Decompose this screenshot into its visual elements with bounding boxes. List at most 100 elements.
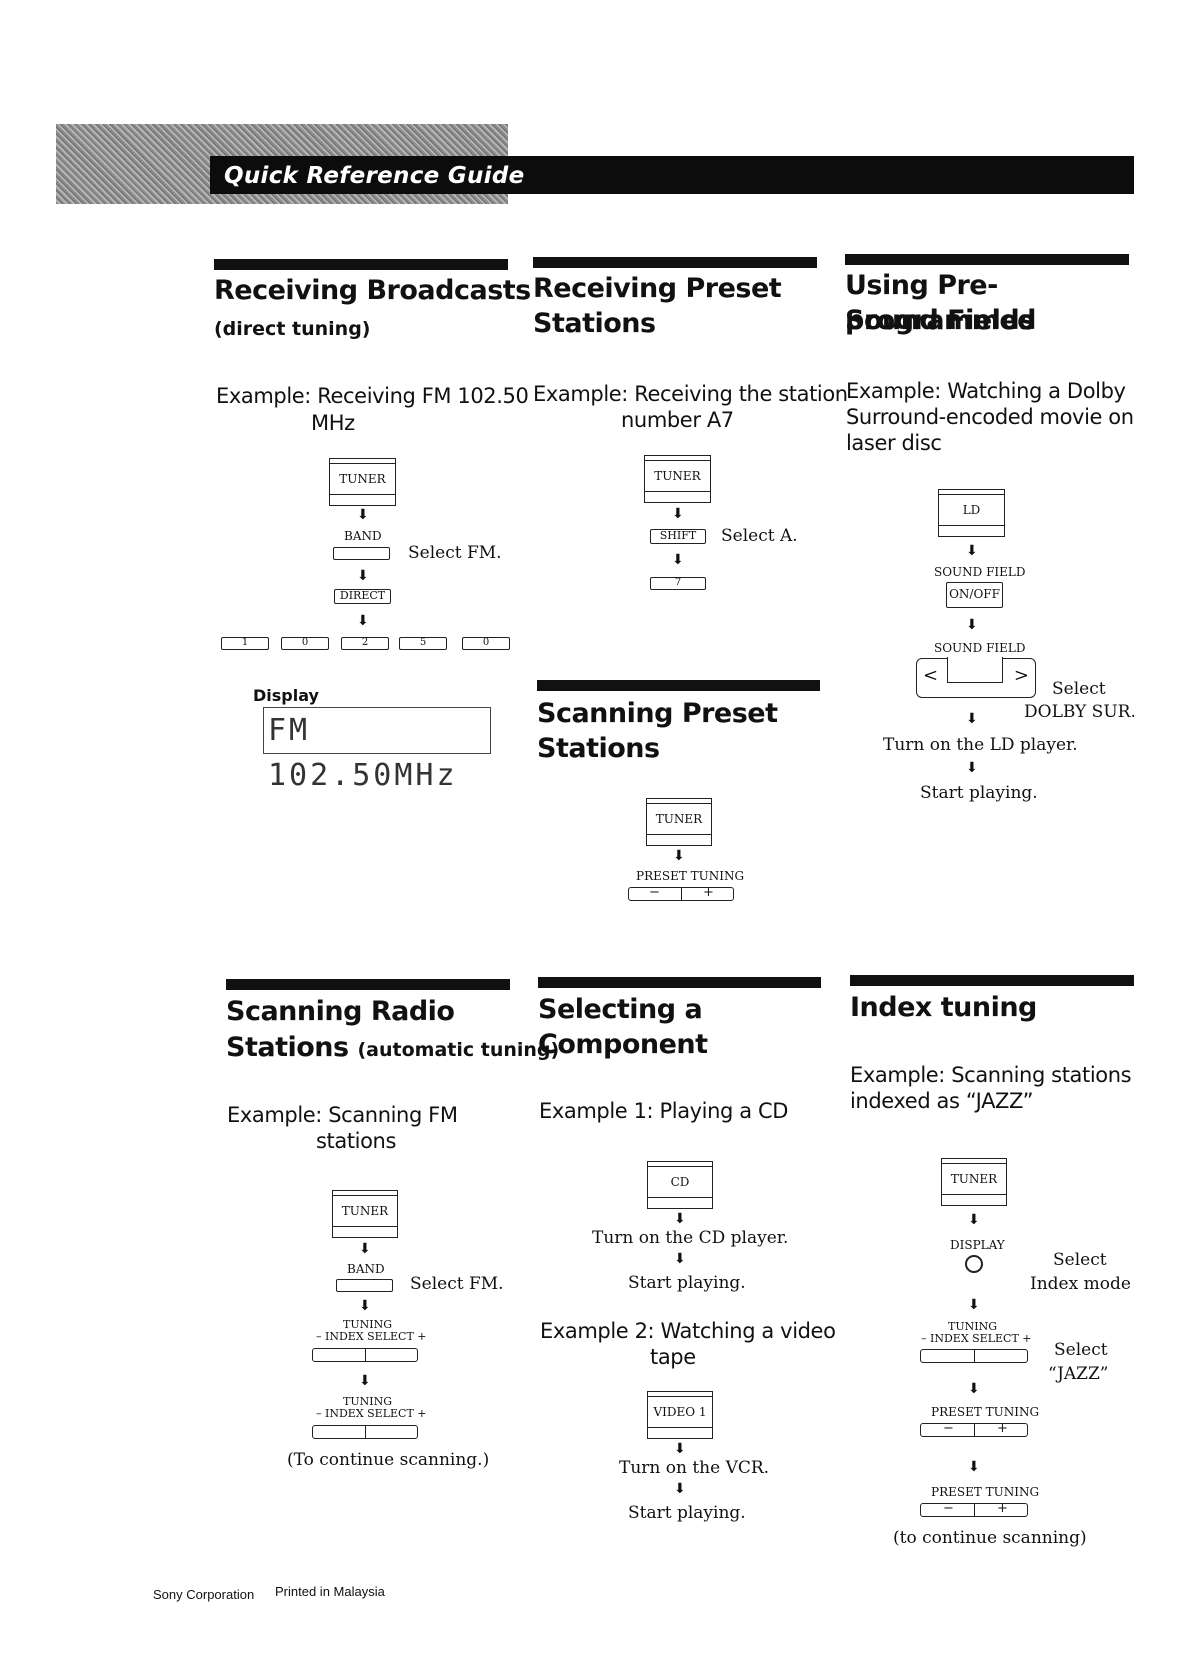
tuning-label: TUNING: [948, 1320, 997, 1333]
section-title-receiving-preset: Stations: [533, 308, 656, 339]
sound-field-selector[interactable]: < >: [916, 657, 1036, 698]
section-rule: [850, 975, 1134, 986]
example-text: Example: Scanning stations: [850, 1063, 1132, 1087]
section-title-selecting-component: Selecting a: [538, 994, 703, 1025]
example-text: Example: Scanning FM: [227, 1103, 458, 1127]
arrow-down-icon: ⬇: [968, 1459, 980, 1475]
preset-tuning-label: PRESET TUNING: [931, 1405, 1040, 1419]
arrow-down-icon: ⬇: [674, 1441, 686, 1457]
footer-company: Sony Corporation: [153, 1587, 255, 1602]
tuner-button[interactable]: TUNER: [644, 455, 711, 503]
example-text: indexed as “JAZZ”: [850, 1089, 1034, 1113]
instruction-text: Start playing.: [628, 1273, 746, 1293]
instruction-text: (To continue scanning.): [287, 1450, 490, 1470]
index-select-label: – INDEX SELECT +: [921, 1332, 1032, 1345]
section-rule: [537, 680, 820, 691]
instruction-text: Turn on the VCR.: [619, 1458, 770, 1478]
numeric-key-5[interactable]: 5: [399, 637, 447, 650]
arrow-down-icon: ⬇: [357, 507, 369, 523]
instruction-text: (to continue scanning): [893, 1528, 1087, 1548]
section-rule: [214, 259, 508, 270]
numeric-key-0[interactable]: 0: [281, 637, 329, 650]
arrow-down-icon: ⬇: [674, 1251, 686, 1267]
right-arrow-icon[interactable]: >: [1013, 665, 1029, 686]
instruction-text: Select FM.: [410, 1274, 504, 1294]
section-title-selecting-component: Component: [538, 1029, 708, 1060]
direct-button[interactable]: DIRECT: [334, 589, 391, 604]
band-label: BAND: [344, 529, 382, 543]
arrow-down-icon: ⬇: [673, 848, 685, 864]
display-panel: FM 102.50MHz: [263, 707, 491, 793]
band-button[interactable]: [333, 547, 390, 560]
preset-tuning-label: PRESET TUNING: [636, 869, 745, 883]
section-rule: [538, 977, 821, 988]
shift-button[interactable]: SHIFT: [650, 529, 706, 544]
preset-tuning-button[interactable]: −+: [920, 1501, 1028, 1517]
ld-button[interactable]: LD: [938, 489, 1005, 537]
tuner-button[interactable]: TUNER: [329, 458, 396, 506]
arrow-down-icon: ⬇: [968, 1381, 980, 1397]
instruction-text: Select: [1052, 679, 1106, 699]
numeric-key-2[interactable]: 2: [341, 637, 389, 650]
instruction-text: Turn on the CD player.: [592, 1228, 789, 1248]
arrow-down-icon: ⬇: [359, 1241, 371, 1257]
section-rule: [226, 979, 510, 990]
example-text: Example: Receiving the station: [533, 382, 848, 406]
preset-tuning-label: PRESET TUNING: [931, 1485, 1040, 1499]
section-title-scanning-radio: Stations (automatic tuning): [226, 1032, 560, 1063]
instruction-text: Select: [1054, 1340, 1108, 1360]
instruction-text: Index mode: [1030, 1274, 1131, 1294]
video1-button[interactable]: VIDEO 1: [647, 1391, 713, 1439]
section-title-index-tuning: Index tuning: [850, 992, 1037, 1023]
arrow-down-icon: ⬇: [966, 760, 978, 776]
preset-tuning-button[interactable]: −+: [628, 885, 734, 901]
example-text: Example 1: Playing a CD: [539, 1099, 789, 1123]
example-text: Surround-encoded movie on: [846, 405, 1134, 429]
display-button[interactable]: [965, 1255, 983, 1273]
tuner-button[interactable]: TUNER: [332, 1190, 398, 1238]
instruction-text: DOLBY SUR.: [1024, 702, 1136, 722]
arrow-down-icon: ⬇: [674, 1481, 686, 1497]
example-text: Example: Receiving FM 102.50: [216, 384, 529, 408]
instruction-text: Select FM.: [408, 543, 502, 563]
arrow-down-icon: ⬇: [968, 1297, 980, 1313]
index-select-button[interactable]: [920, 1349, 1028, 1363]
sound-field-on-off-button[interactable]: ON/OFF: [946, 582, 1003, 608]
arrow-down-icon: ⬇: [357, 568, 369, 584]
arrow-down-icon: ⬇: [672, 506, 684, 522]
section-subtitle: (direct tuning): [214, 318, 371, 340]
arrow-down-icon: ⬇: [966, 711, 978, 727]
cd-button[interactable]: CD: [647, 1161, 713, 1209]
example-text: number A7: [621, 408, 734, 432]
tuner-button[interactable]: TUNER: [941, 1158, 1007, 1206]
section-title-sound-fields: Sound Fields: [845, 305, 1035, 336]
section-title-scanning-preset: Stations: [537, 733, 660, 764]
numeric-key-7[interactable]: 7: [650, 577, 706, 590]
preset-tuning-button[interactable]: −+: [920, 1421, 1028, 1437]
example-text: stations: [316, 1129, 397, 1153]
arrow-down-icon: ⬇: [674, 1211, 686, 1227]
tuning-label: TUNING: [343, 1318, 392, 1331]
example-text: Example 2: Watching a video: [540, 1319, 836, 1343]
index-select-button[interactable]: [312, 1348, 418, 1362]
numeric-key-0[interactable]: 0: [462, 637, 510, 650]
section-rule: [533, 257, 817, 268]
arrow-down-icon: ⬇: [966, 543, 978, 559]
instruction-text: “JAZZ”: [1048, 1364, 1109, 1384]
left-arrow-icon[interactable]: <: [923, 665, 939, 686]
section-title-scanning-preset: Scanning Preset: [537, 698, 778, 729]
numeric-key-1[interactable]: 1: [221, 637, 269, 650]
arrow-down-icon: ⬇: [672, 552, 684, 568]
index-select-label: – INDEX SELECT +: [316, 1407, 427, 1420]
index-select-label: – INDEX SELECT +: [316, 1330, 427, 1343]
tuner-button[interactable]: TUNER: [646, 798, 712, 846]
instruction-text: Start playing.: [920, 783, 1038, 803]
tuning-label: TUNING: [343, 1395, 392, 1408]
selector-notch: [947, 657, 1003, 683]
section-title-receiving-broadcasts: Receiving Broadcasts: [214, 275, 531, 306]
display-button-label: DISPLAY: [950, 1238, 1005, 1252]
section-title-receiving-preset: Receiving Preset: [533, 273, 782, 304]
band-button[interactable]: [336, 1279, 393, 1292]
instruction-text: Select A.: [721, 526, 798, 546]
index-select-button[interactable]: [312, 1425, 418, 1439]
